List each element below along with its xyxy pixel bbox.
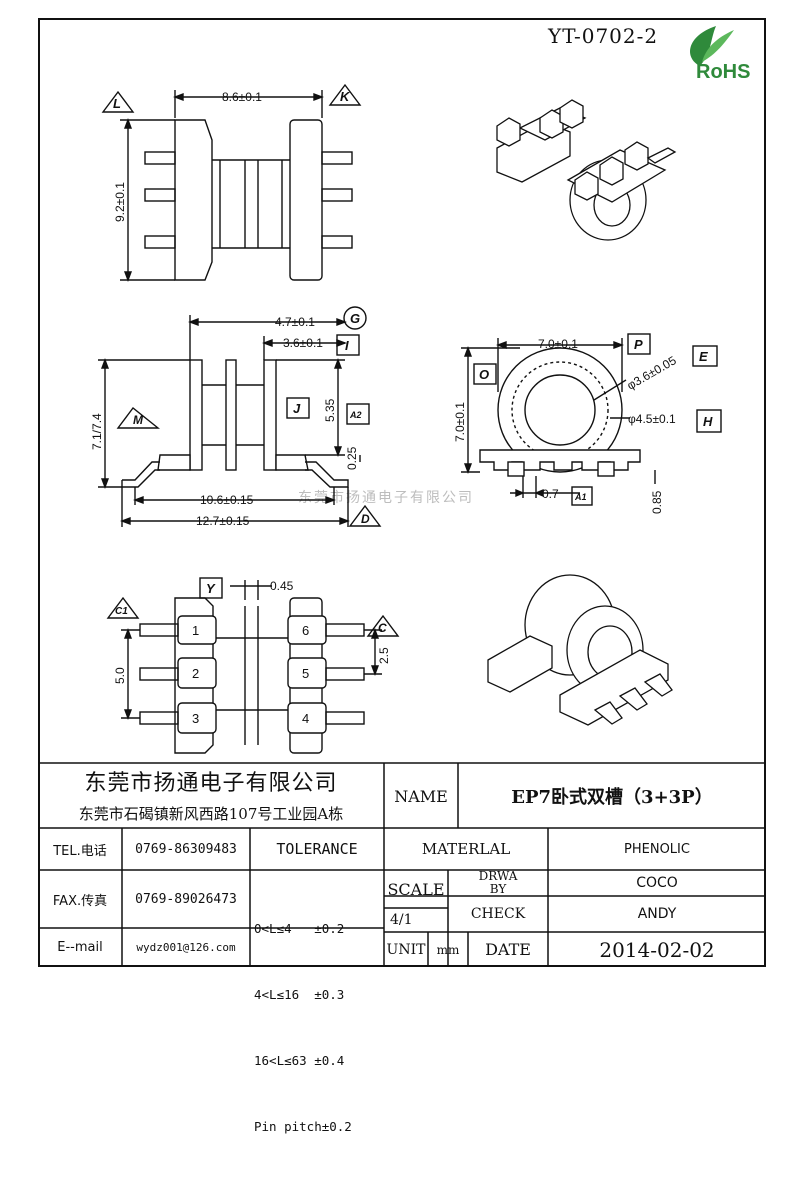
date-label: DATE [485, 940, 531, 959]
dim-side-outer: φ4.5±0.1 [628, 412, 676, 426]
rohs-leaf-icon [690, 26, 716, 66]
tel-value: 0769-86309483 [135, 841, 237, 857]
iso-view-bottom [487, 574, 673, 726]
dim-side-height: 7.0±0.1 [453, 402, 467, 442]
dim-top-height: 9.2±0.1 [113, 182, 127, 222]
check-label: CHECK [470, 906, 526, 922]
name-value: EP7卧式双槽（3+3P） [511, 787, 713, 808]
pin-1: 1 [192, 623, 199, 638]
pin-4: 4 [302, 711, 309, 726]
unit-label: UNIT [386, 941, 426, 958]
drawn-by-label-line-2: BY [489, 882, 507, 896]
tolerance-line-2: 4<L≤16 ±0.3 [254, 987, 345, 1002]
rohs-logo: RoHS [690, 26, 750, 82]
drawn-by-label-line-1: DRWA [478, 870, 518, 883]
tolerance-line-3: 16<L≤63 ±0.4 [254, 1053, 345, 1068]
material-value: PHENOLIC [624, 841, 690, 857]
company-name: 东莞市扬通电子有限公司 [84, 771, 338, 796]
scale-label: SCALE [387, 879, 445, 899]
fax-value: 0769-89026473 [135, 891, 237, 907]
dim-front-47: 4.7±0.1 [275, 315, 315, 329]
rohs-text: RoHS [696, 61, 750, 82]
email-label: E--mail [57, 940, 103, 955]
dim-front-side: 7.1/7.4 [90, 413, 104, 450]
tolerance-line-4: Pin pitch±0.2 [254, 1119, 352, 1134]
title-block-grid [38, 762, 766, 967]
dim-side-07: 0.7 [542, 487, 559, 501]
dim-bottom-045: 0.45 [270, 579, 294, 593]
dim-side-bore: φ3.6±0.05 [625, 353, 679, 392]
pin-2: 2 [192, 666, 199, 681]
marker-c1: C1 [115, 606, 128, 617]
date-value: 2014-02-02 [599, 937, 715, 962]
marker-a1: A1 [574, 492, 587, 502]
drawing-frame [38, 18, 766, 967]
iso-view-top [496, 99, 677, 241]
dim-bottom-25: 2.5 [377, 647, 391, 664]
front-view [98, 306, 382, 527]
dim-front-535: 5.35 [323, 398, 337, 422]
marker-o: O [479, 367, 489, 382]
marker-j: J [293, 401, 301, 416]
pin-6: 6 [302, 623, 309, 638]
material-label: MATERLAL [421, 840, 511, 858]
bottom-view [106, 577, 400, 754]
pin-5: 5 [302, 666, 309, 681]
email-value: wydz001@126.com [136, 941, 236, 954]
marker-l: L [113, 96, 121, 111]
unit-value: mm [436, 942, 460, 957]
side-view [461, 333, 722, 506]
fax-label: FAX.传真 [52, 893, 108, 909]
marker-h: H [703, 414, 713, 429]
pin-3: 3 [192, 711, 199, 726]
marker-y: Y [206, 581, 216, 596]
marker-c: C [378, 621, 387, 635]
marker-g: G [350, 311, 360, 326]
tolerance-line-1: 0<L≤4 ±0.2 [254, 921, 345, 936]
drawn-by-label: DRWA BY [448, 870, 548, 896]
dim-bottom-50: 5.0 [113, 667, 127, 684]
title-block: 东莞市扬通电子有限公司 东莞市石碣镇新风西路107号工业园A栋 NAME EP7… [38, 762, 766, 1134]
check-value: ANDY [637, 906, 677, 922]
marker-m: M [133, 413, 144, 427]
technical-drawing: 8.6±0.1 9.2±0.1 L K [90, 83, 722, 754]
marker-k: K [340, 89, 351, 104]
dim-front-106: 10.6±0.15 [200, 493, 254, 507]
dim-side-width: 7.0±0.1 [538, 337, 578, 351]
tel-label: TEL.电话 [53, 843, 107, 859]
tolerance-label: TOLERANCE [276, 840, 358, 858]
drawing-number: YT-0702-2 [548, 24, 659, 48]
dim-side-085: 0.85 [650, 490, 664, 514]
drawn-by-value: COCO [636, 875, 678, 891]
marker-i: I [345, 338, 349, 353]
dim-front-127: 12.7±0.15 [196, 514, 250, 528]
watermark: 东莞市扬通电子有限公司 [298, 490, 474, 506]
name-label: NAME [394, 786, 448, 806]
tolerance-table: 0<L≤4 ±0.2 4<L≤16 ±0.3 16<L≤63 ±0.4 Pin … [254, 874, 382, 1134]
scale-value: 4/1 [390, 912, 413, 928]
company-address: 东莞市石碣镇新风西路107号工业园A栋 [78, 804, 344, 823]
marker-d: D [361, 512, 370, 526]
dim-top-width: 8.6±0.1 [222, 90, 262, 104]
marker-p: P [634, 337, 643, 352]
marker-a2: A2 [349, 410, 362, 420]
dim-front-025: 0.25 [345, 446, 359, 470]
dim-front-36: 3.6±0.1 [283, 336, 323, 350]
top-view [101, 83, 362, 282]
marker-e: E [699, 349, 708, 364]
